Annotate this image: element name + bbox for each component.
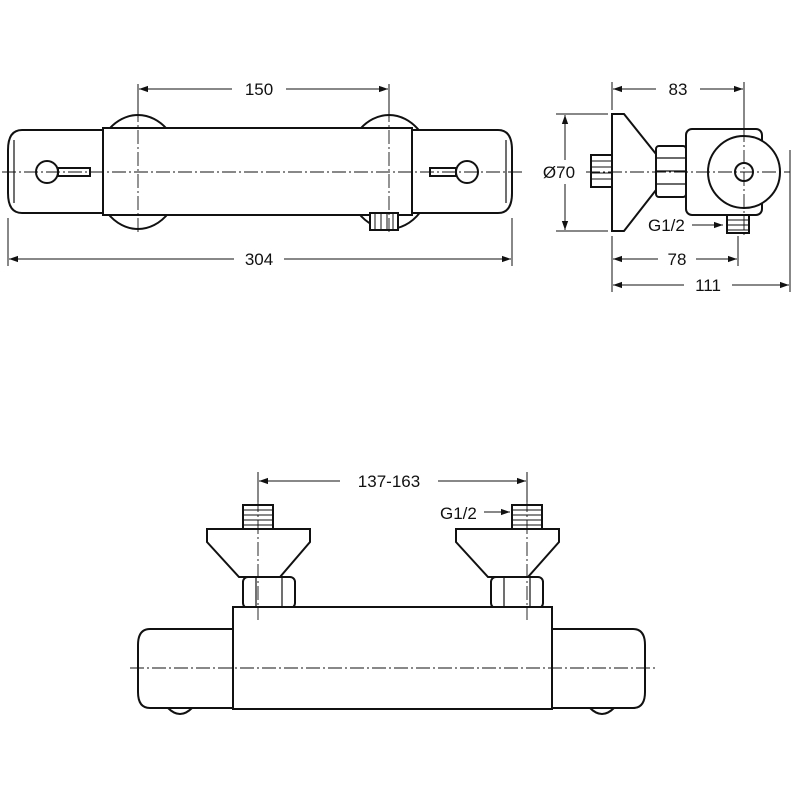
bottom-left-cap: [137, 628, 234, 709]
dim-137-163-label: 137-163: [358, 472, 420, 491]
bottom-thread-label: G1/2: [440, 504, 477, 523]
side-view: 83 Ø70 G1/2 78 111: [543, 80, 791, 295]
left-foot: [165, 707, 195, 715]
dim-111-label: 111: [695, 276, 721, 295]
dim-83-label: 83: [669, 80, 688, 99]
bottom-right-cap: [551, 628, 646, 709]
dim-150-label: 150: [245, 80, 273, 99]
front-view: 150 304: [2, 80, 522, 269]
dim-diameter-label: Ø70: [543, 163, 575, 182]
mixer-body: [102, 127, 413, 216]
right-hex-nut: [490, 576, 544, 609]
side-inlet-nipple: [590, 154, 614, 188]
outlet-connector: [369, 212, 399, 231]
bottom-view: 137-163 G1/2: [130, 472, 655, 715]
left-hex-nut: [242, 576, 296, 609]
side-thread-label: G1/2: [648, 216, 685, 235]
side-escutcheon: [611, 113, 657, 232]
right-escutcheon: [455, 528, 560, 578]
right-foot: [587, 707, 617, 715]
left-escutcheon: [206, 528, 311, 578]
dim-304-label: 304: [245, 250, 273, 269]
bottom-body: [232, 606, 553, 710]
dim-78-label: 78: [668, 250, 687, 269]
